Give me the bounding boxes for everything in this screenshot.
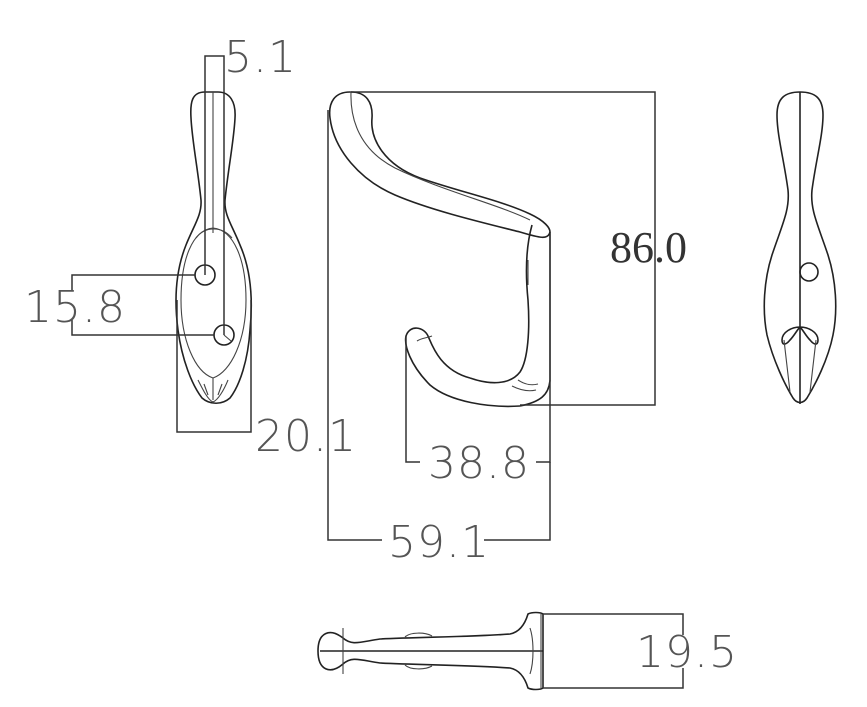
dim-label-hole-spacing: 15.8	[24, 282, 126, 333]
left-side-view: 5.1 15.8 20.1	[24, 32, 357, 462]
front-profile-view: 86.0 38.8 59.1	[327, 91, 687, 568]
right-side-view	[763, 91, 837, 404]
dim-label-height: 86.0	[610, 223, 687, 272]
top-view: 19.5	[317, 611, 738, 691]
dim-label-thickness: 5.1	[224, 32, 297, 83]
dim-label-total-depth: 59.1	[388, 517, 490, 568]
dim-label-lower-hook: 38.8	[428, 438, 530, 489]
dim-label-top-view: 19.5	[636, 627, 738, 678]
dim-label-base-width: 20.1	[255, 411, 357, 462]
